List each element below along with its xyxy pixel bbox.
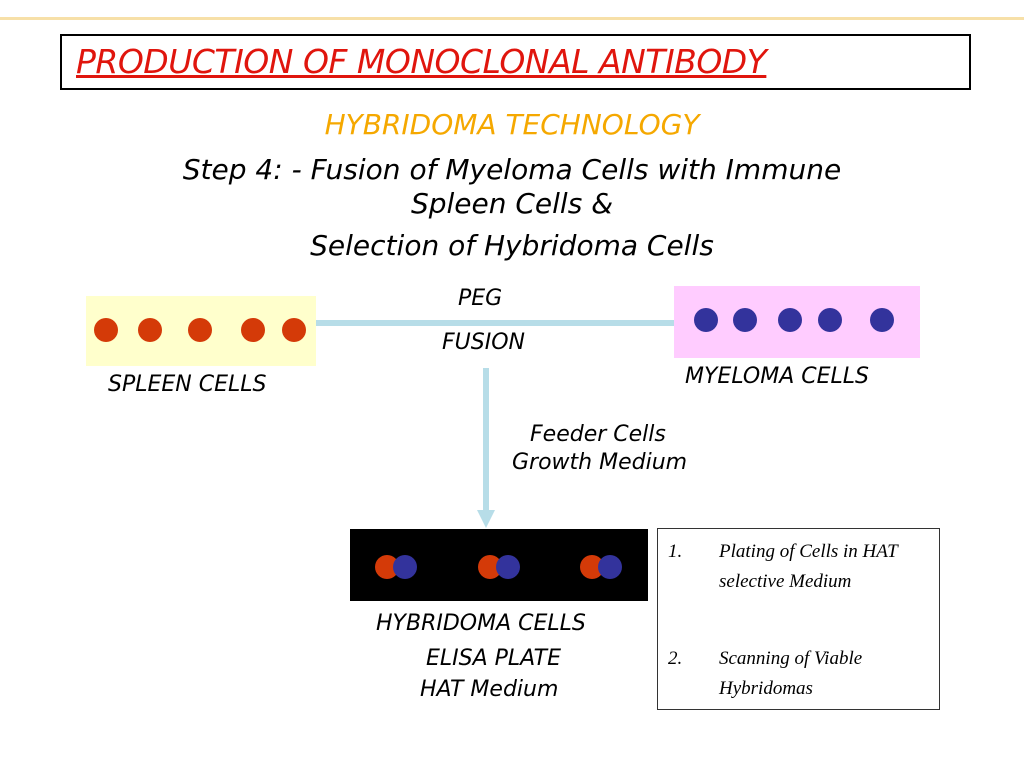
myeloma-cell (694, 308, 718, 332)
myeloma-cell (818, 308, 842, 332)
spleen-cells-box (86, 296, 316, 366)
hybridoma-cells-box (350, 529, 648, 601)
spleen-cell (241, 318, 265, 342)
process-arrow-shaft (483, 368, 489, 514)
slide-title: PRODUCTION OF MONOCLONAL ANTIBODY (76, 42, 767, 81)
step-number: 1. (668, 541, 683, 562)
elisa-plate-label: ELISA PLATE (426, 646, 561, 671)
fusion-label: FUSION (442, 330, 525, 355)
fusion-connector-line (316, 320, 674, 326)
slide-subtitle: HYBRIDOMA TECHNOLOGY (324, 108, 700, 141)
step-heading-line-3: Selection of Hybridoma Cells (310, 229, 714, 262)
spleen-cells-label: SPLEEN CELLS (108, 372, 267, 397)
hybridoma-myeloma-part (598, 555, 622, 579)
title-box: PRODUCTION OF MONOCLONAL ANTIBODY (60, 34, 971, 90)
growth-medium-label: Growth Medium (512, 450, 688, 475)
myeloma-cell (870, 308, 894, 332)
step-number: 2. (668, 648, 683, 669)
hybridoma-cells-label: HYBRIDOMA CELLS (376, 611, 586, 636)
spleen-cell (188, 318, 212, 342)
step-heading-line-1: Step 4: - Fusion of Myeloma Cells with I… (182, 153, 842, 186)
spleen-cell (94, 318, 118, 342)
hat-medium-label: HAT Medium (420, 677, 559, 702)
peg-label: PEG (458, 286, 503, 311)
myeloma-cells-box (674, 286, 920, 358)
myeloma-cells-label: MYELOMA CELLS (685, 364, 869, 389)
spleen-cell (138, 318, 162, 342)
hybridoma-myeloma-part (393, 555, 417, 579)
spleen-cell (282, 318, 306, 342)
feeder-cells-label: Feeder Cells (530, 422, 666, 447)
step-text: Plating of Cells in HAT selective Medium (719, 541, 898, 592)
myeloma-cell (778, 308, 802, 332)
top-rule (0, 17, 1024, 20)
myeloma-cell (733, 308, 757, 332)
steps-list-box: 1. Plating of Cells in HAT selective Med… (657, 528, 940, 710)
step-text: Scanning of Viable Hybridomas (719, 648, 863, 699)
hybridoma-myeloma-part (496, 555, 520, 579)
process-arrow-head (477, 510, 495, 528)
step-heading-line-2: Spleen Cells & (410, 187, 614, 220)
